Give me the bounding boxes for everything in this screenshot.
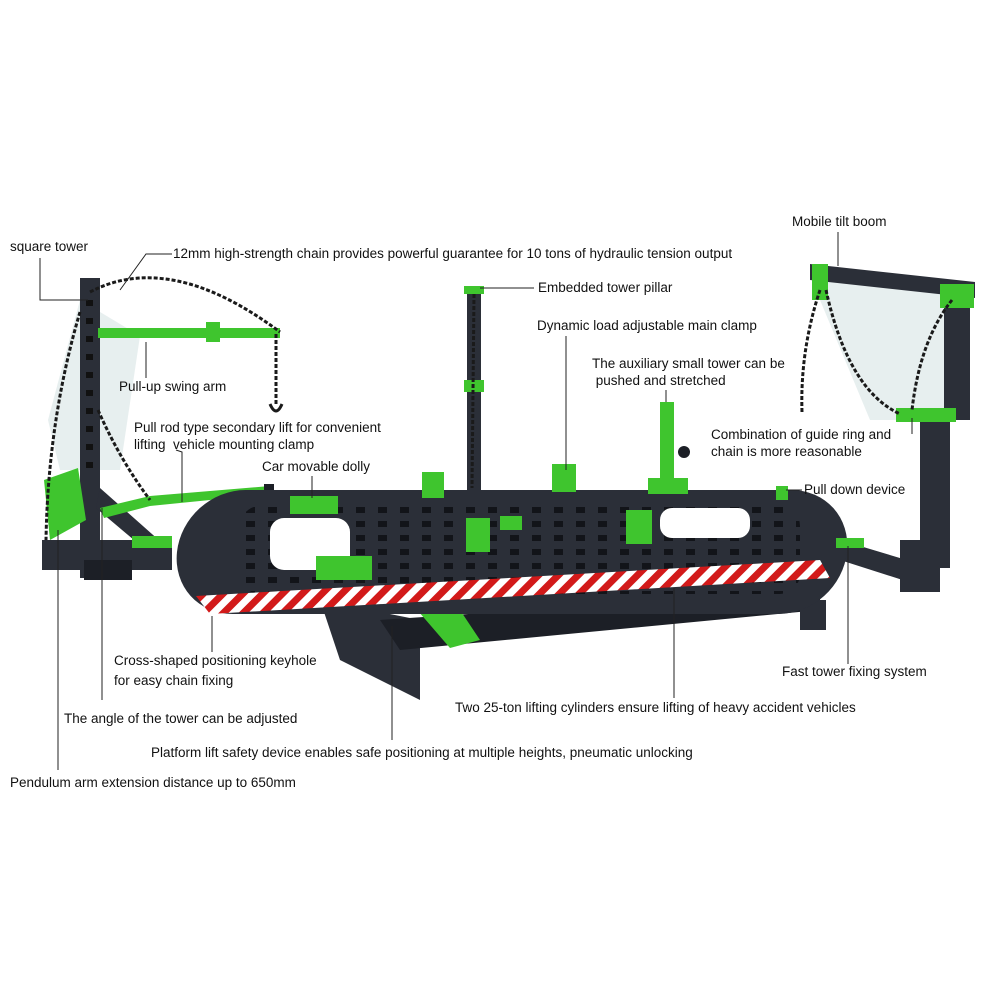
label-pull-up-swing-arm: Pull-up swing arm bbox=[119, 379, 227, 394]
label-keyhole-line1: Cross-shaped positioning keyhole bbox=[114, 653, 317, 668]
guide-ring bbox=[896, 408, 956, 422]
left-base-clamp bbox=[132, 536, 172, 548]
main-clamp-3 bbox=[466, 518, 490, 552]
right-tower-base bbox=[900, 540, 940, 592]
label-pull-rod-line2: lifting vehicle mounting clamp bbox=[134, 437, 315, 452]
label-lifting-cylinders: Two 25-ton lifting cylinders ensure lift… bbox=[455, 700, 856, 715]
top-tension-chain bbox=[89, 276, 281, 334]
boom-guide-chain bbox=[824, 289, 901, 416]
left-tower-foot bbox=[84, 560, 132, 580]
label-pull-down-device: Pull down device bbox=[804, 482, 906, 497]
label-chain-note: 12mm high-strength chain provides powerf… bbox=[173, 246, 733, 261]
label-safety-device: Platform lift safety device enables safe… bbox=[151, 745, 693, 760]
label-tower-angle: The angle of the tower can be adjusted bbox=[64, 711, 298, 726]
boom-right-chain bbox=[910, 299, 954, 411]
main-clamp-2 bbox=[552, 464, 576, 492]
left-tower-holes bbox=[86, 300, 93, 468]
underframe-left-leg bbox=[320, 600, 420, 700]
chain-hook bbox=[268, 403, 284, 413]
leader-square-tower bbox=[39, 258, 88, 301]
label-fast-tower-fixing: Fast tower fixing system bbox=[782, 664, 927, 679]
label-car-movable-dolly: Car movable dolly bbox=[262, 459, 371, 474]
tilt-boom-hook-block bbox=[812, 264, 828, 300]
swing-arm-slider bbox=[206, 322, 220, 342]
center-cross-clamp bbox=[500, 516, 522, 530]
leader-pull-rod bbox=[175, 449, 183, 502]
label-dynamic-load-clamp: Dynamic load adjustable main clamp bbox=[537, 318, 757, 333]
tilt-boom-head bbox=[940, 284, 974, 308]
label-guide-ring-line1: Combination of guide ring and bbox=[711, 427, 892, 442]
right-glass-panel bbox=[820, 278, 950, 420]
pillar-cap bbox=[464, 286, 484, 294]
pillar-chain bbox=[470, 293, 476, 489]
left-pendulum-clamp bbox=[44, 468, 86, 540]
label-pendulum-arm: Pendulum arm extension distance up to 65… bbox=[10, 775, 296, 790]
front-dolly bbox=[316, 556, 372, 580]
label-pull-rod-line1: Pull rod type secondary lift for conveni… bbox=[134, 420, 381, 435]
safety-stripe-band bbox=[196, 560, 830, 614]
leader-chain-note bbox=[119, 253, 172, 291]
tilt-boom-cylinder bbox=[944, 300, 970, 420]
embedded-tower-pillar bbox=[464, 286, 484, 490]
fast-tower-fixing-part bbox=[836, 538, 864, 548]
aux-tower-knob bbox=[678, 446, 690, 458]
right-tilt-boom-tower bbox=[800, 264, 975, 592]
label-keyhole-line2: for easy chain fixing bbox=[114, 673, 234, 688]
label-aux-tower-line1: The auxiliary small tower can be bbox=[592, 356, 785, 371]
aux-tower-base bbox=[648, 478, 688, 494]
platform-opening-right bbox=[660, 508, 750, 538]
bench-platform bbox=[176, 402, 864, 700]
pull-up-swing-arm-bar bbox=[98, 328, 280, 338]
car-movable-dolly bbox=[290, 496, 338, 514]
pull-down-device-part bbox=[776, 486, 788, 500]
label-aux-tower-line2: pushed and stretched bbox=[592, 373, 726, 388]
label-guide-ring-line2: chain is more reasonable bbox=[711, 444, 862, 459]
leader-lines bbox=[39, 232, 913, 770]
left-hanging-chain bbox=[44, 311, 82, 541]
boom-left-chain bbox=[800, 289, 822, 413]
aux-small-tower bbox=[660, 402, 674, 494]
main-clamp-4 bbox=[626, 510, 652, 544]
label-mobile-tilt-boom: Mobile tilt boom bbox=[792, 214, 887, 229]
label-square-tower: square tower bbox=[10, 239, 89, 254]
left-lower-chain bbox=[96, 409, 152, 501]
tilt-boom-beam bbox=[810, 264, 975, 298]
main-clamp-1 bbox=[422, 472, 444, 498]
label-embedded-tower-pillar: Embedded tower pillar bbox=[538, 280, 673, 295]
